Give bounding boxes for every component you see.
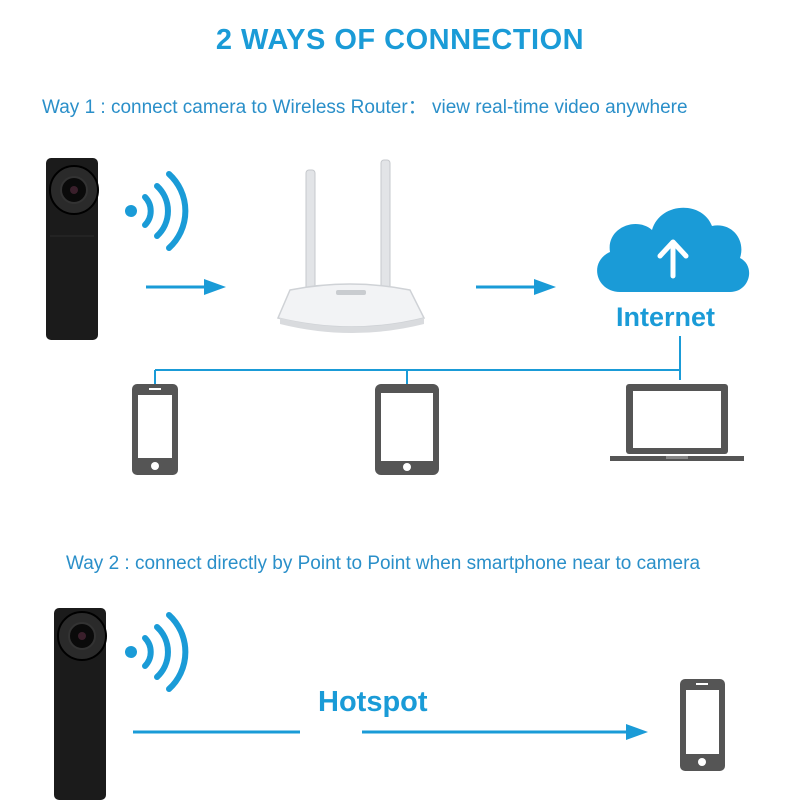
smartphone-icon [680,679,725,771]
arrow-right-icon [476,279,556,295]
arrow-right-icon [146,279,226,295]
cloud-upload-icon [597,207,750,292]
smartphone-icon [132,384,178,475]
wifi-signal-icon [125,612,189,692]
tablet-icon [375,384,439,475]
wifi-signal-icon [125,171,189,251]
way2-description: Way 2 : connect directly by Point to Poi… [66,553,701,574]
internet-label: Internet [616,302,716,332]
arrow-right-icon [133,724,648,740]
way1-description: Way 1 : connect camera to Wireless Route… [42,97,688,118]
laptop-icon [610,384,744,461]
network-lines [154,336,681,384]
router-icon [276,159,426,333]
page-title: 2 WAYS OF CONNECTION [215,24,585,56]
camera-icon [46,158,99,340]
hotspot-label: Hotspot [318,686,428,718]
camera-icon [54,608,107,800]
